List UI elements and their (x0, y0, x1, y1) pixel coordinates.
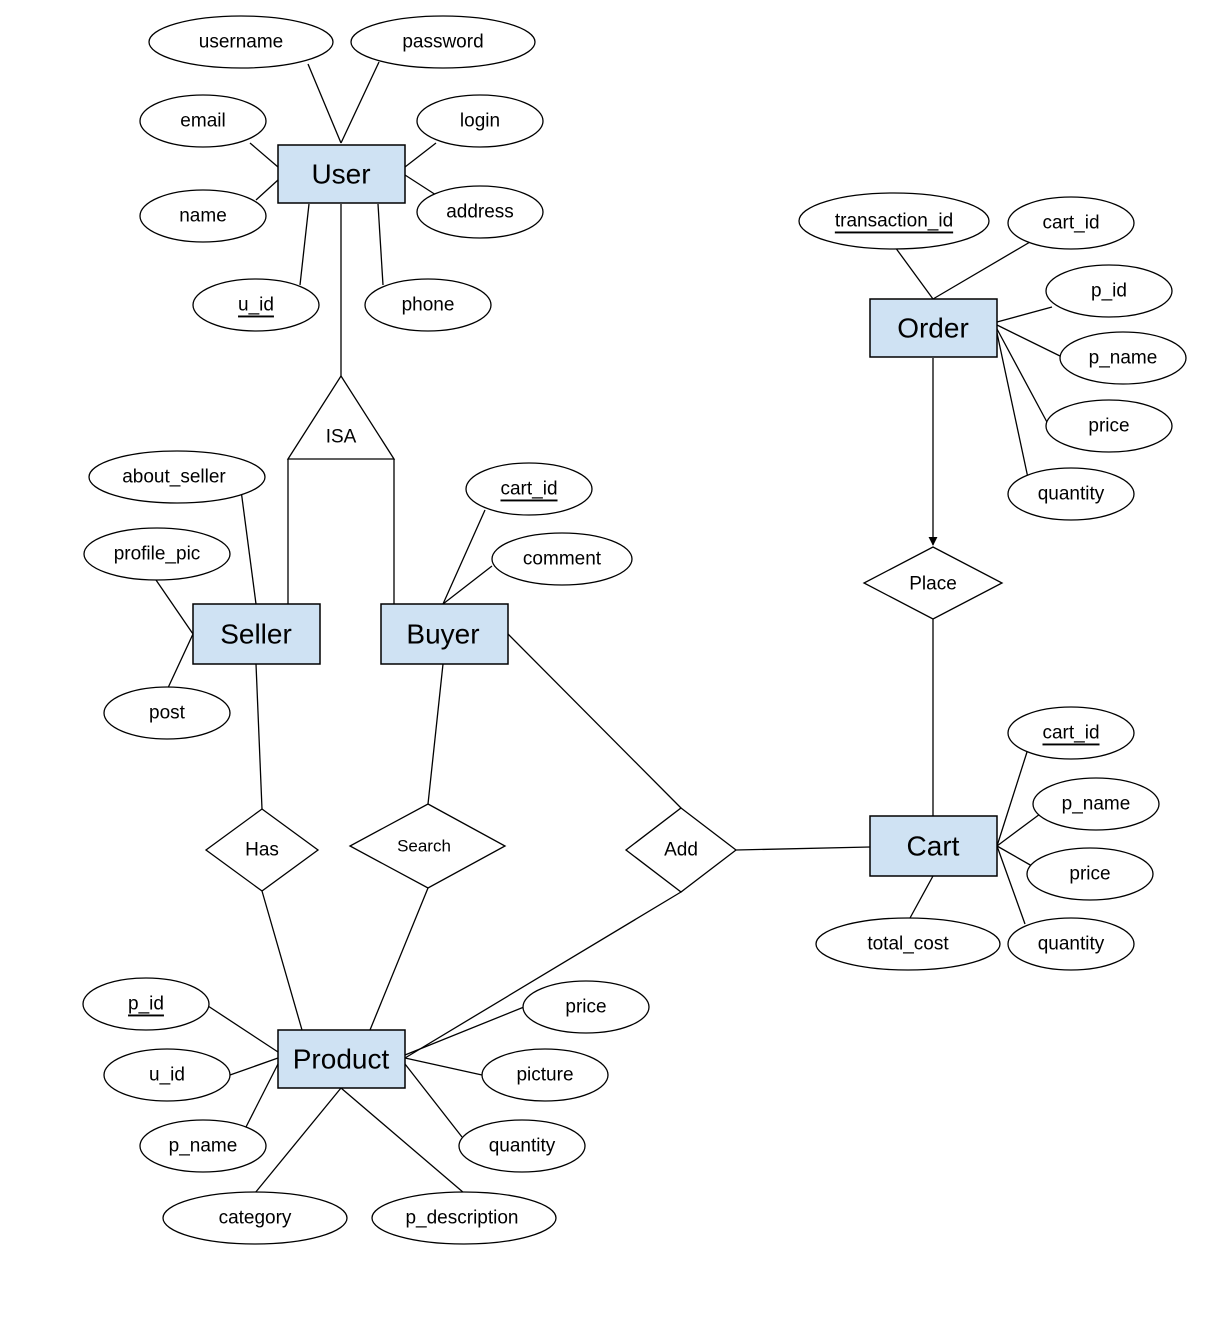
entity-order: Order (869, 298, 998, 358)
svg-text:post: post (149, 703, 186, 724)
attr-cart-total-cost: total_cost (815, 917, 1001, 971)
svg-text:price: price (1069, 864, 1110, 885)
svg-text:quantity: quantity (1038, 934, 1105, 955)
svg-text:profile_pic: profile_pic (114, 544, 201, 565)
relationship-has: Has (204, 808, 320, 892)
attr-seller-profile-pic: profile_pic (83, 527, 231, 581)
place-label: Place (909, 574, 957, 595)
relationship-place: Place (862, 546, 1004, 620)
attr-order-transaction-id-key: transaction_id (798, 192, 990, 250)
attr-user-name: name (139, 189, 267, 243)
attr-product-category: category (162, 1191, 348, 1245)
has-label: Has (245, 840, 279, 861)
attr-product-u-id: u_id (103, 1048, 231, 1102)
svg-text:cart_id: cart_id (1042, 213, 1099, 234)
entity-order-label: Order (897, 313, 969, 344)
svg-text:name: name (179, 206, 227, 227)
isa-triangle: ISA (286, 374, 396, 460)
svg-text:phone: phone (402, 295, 455, 316)
attr-seller-post: post (103, 686, 231, 740)
connector-lines (155, 61, 1061, 1194)
svg-text:transaction_id: transaction_id (835, 211, 953, 232)
svg-text:email: email (180, 111, 225, 132)
svg-text:p_name: p_name (1062, 794, 1131, 815)
svg-text:login: login (460, 111, 500, 132)
svg-text:picture: picture (516, 1065, 573, 1086)
svg-text:category: category (219, 1208, 292, 1229)
attr-order-p-name: p_name (1059, 331, 1187, 385)
svg-text:p_description: p_description (405, 1208, 518, 1229)
attr-cart-price: price (1026, 847, 1154, 901)
svg-text:password: password (402, 32, 483, 53)
svg-text:username: username (199, 32, 284, 53)
entity-buyer: Buyer (380, 603, 509, 665)
relationship-search: Search (348, 803, 507, 889)
entity-user: User (277, 144, 406, 204)
attr-user-username: username (148, 15, 334, 69)
svg-text:price: price (1088, 416, 1129, 437)
entity-product-label: Product (293, 1044, 390, 1075)
attr-product-p-id-key: p_id (82, 977, 210, 1031)
attr-product-p-name: p_name (139, 1119, 267, 1173)
isa-label: ISA (326, 427, 357, 448)
svg-text:quantity: quantity (489, 1136, 556, 1157)
attr-order-p-id: p_id (1045, 264, 1173, 318)
attr-product-quantity: quantity (458, 1119, 586, 1173)
attr-cart-cart-id-key: cart_id (1007, 706, 1135, 760)
svg-text:u_id: u_id (149, 1065, 185, 1086)
attr-order-price: price (1045, 399, 1173, 453)
entity-user-label: User (311, 159, 370, 190)
entity-seller-label: Seller (220, 619, 292, 650)
svg-text:about_seller: about_seller (122, 467, 226, 488)
entity-cart: Cart (869, 815, 998, 877)
svg-text:p_id: p_id (1091, 281, 1127, 302)
svg-text:p_name: p_name (1089, 348, 1158, 369)
entity-buyer-label: Buyer (406, 619, 479, 650)
attr-user-address: address (416, 185, 544, 239)
svg-text:address: address (446, 202, 514, 223)
svg-text:price: price (565, 997, 606, 1018)
attr-user-u-id-key: u_id (192, 278, 320, 332)
search-label: Search (397, 837, 451, 856)
svg-text:comment: comment (523, 549, 602, 570)
attr-order-quantity: quantity (1007, 467, 1135, 521)
attr-product-picture: picture (481, 1048, 609, 1102)
svg-text:p_name: p_name (169, 1136, 238, 1157)
attr-user-login: login (416, 94, 544, 148)
attr-product-price: price (522, 980, 650, 1034)
attr-user-email: email (139, 94, 267, 148)
svg-text:total_cost: total_cost (867, 934, 949, 955)
attr-cart-p-name: p_name (1032, 777, 1160, 831)
attr-seller-about-seller: about_seller (88, 450, 266, 504)
attr-user-phone: phone (364, 278, 492, 332)
svg-text:quantity: quantity (1038, 484, 1105, 505)
attr-user-password: password (350, 15, 536, 69)
entity-cart-label: Cart (907, 831, 960, 862)
add-label: Add (664, 840, 698, 861)
svg-text:cart_id: cart_id (1042, 723, 1099, 744)
entity-product: Product (277, 1029, 406, 1089)
attr-buyer-cart-id-key: cart_id (465, 462, 593, 516)
svg-text:u_id: u_id (238, 295, 274, 316)
attr-order-cart-id: cart_id (1007, 196, 1135, 250)
svg-text:p_id: p_id (128, 994, 164, 1015)
relationship-add: Add (624, 807, 738, 893)
entity-seller: Seller (192, 603, 321, 665)
attr-product-p-description: p_description (371, 1191, 557, 1245)
attr-buyer-comment: comment (491, 532, 633, 586)
attr-cart-quantity: quantity (1007, 917, 1135, 971)
svg-text:cart_id: cart_id (500, 479, 557, 500)
